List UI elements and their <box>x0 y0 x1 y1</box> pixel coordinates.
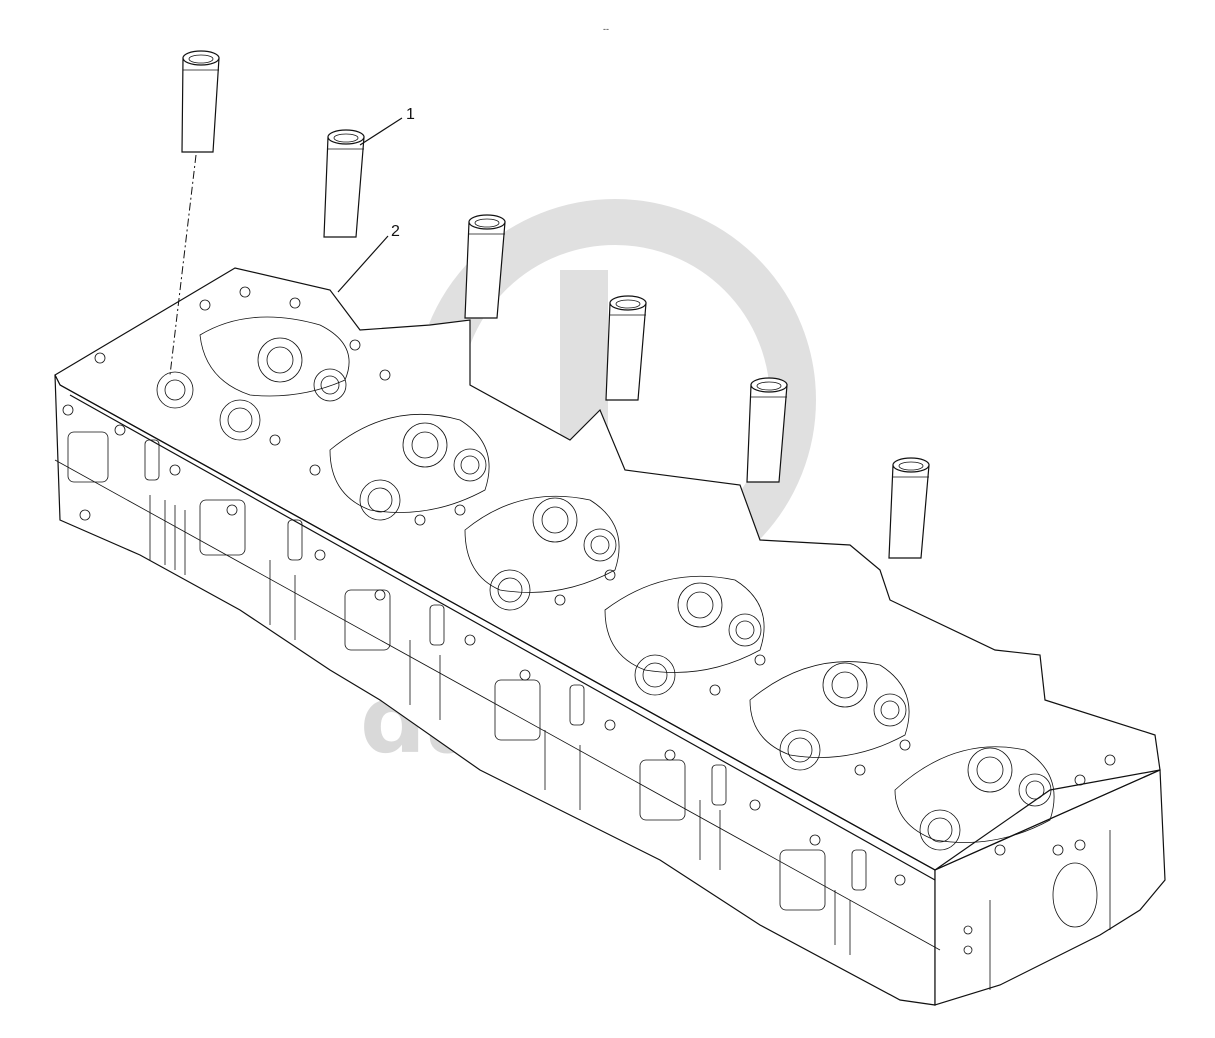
injector-sleeve <box>323 129 365 238</box>
installation-centerline <box>169 154 197 376</box>
injector-sleeve <box>464 214 506 319</box>
injector-sleeve <box>888 457 930 559</box>
deck-bolt-holes <box>94 286 1116 856</box>
injector-sleeves <box>181 50 930 559</box>
callout-1: 1 <box>359 106 415 146</box>
injector-sleeve <box>605 295 647 401</box>
front-face-holes <box>62 404 906 886</box>
callout-1-label: 1 <box>406 106 415 123</box>
top-mark: -- <box>603 24 609 34</box>
callout-2-label: 2 <box>391 223 400 240</box>
cylinder-head <box>54 267 1166 1006</box>
end-face <box>963 830 1111 990</box>
injector-sleeve <box>746 377 788 483</box>
injector-sleeve <box>181 50 220 153</box>
valve-ports <box>156 337 1052 851</box>
deck-pockets <box>199 316 1055 843</box>
front-face-ribs <box>149 495 851 955</box>
front-face-ports <box>67 431 867 911</box>
callout-2: 2 <box>337 223 400 293</box>
